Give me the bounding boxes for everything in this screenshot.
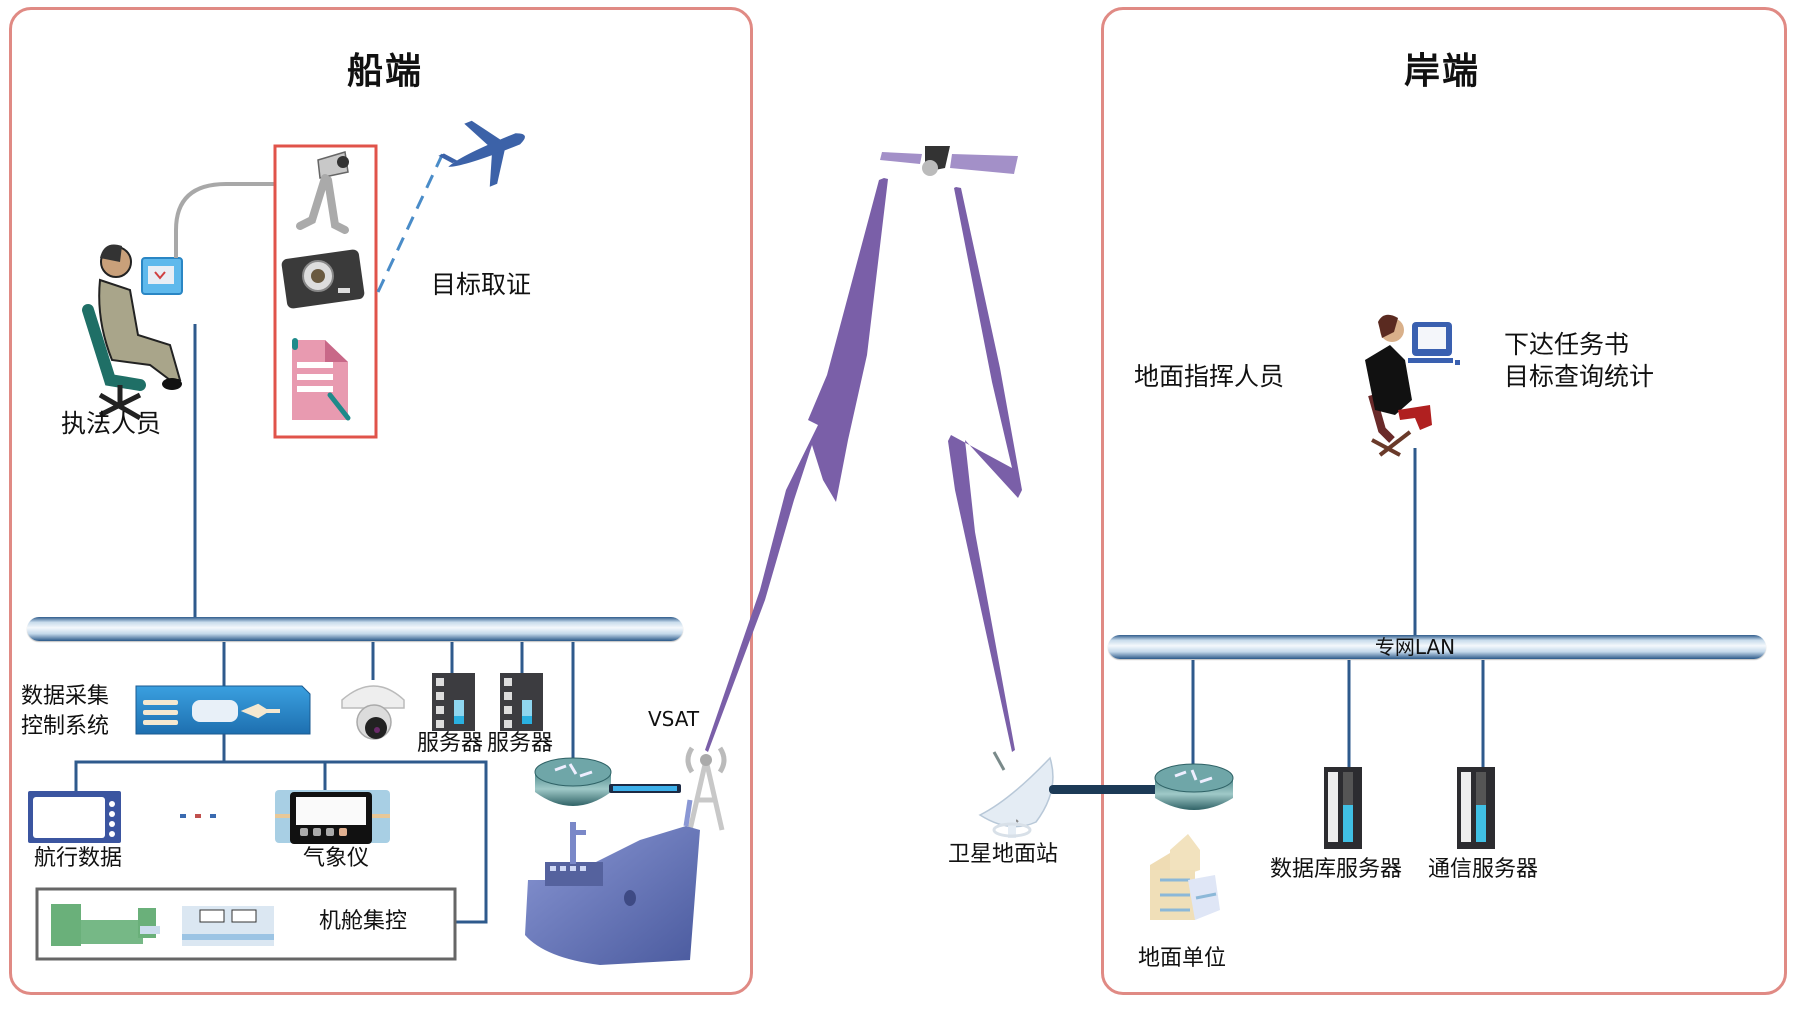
vsat-label: VSAT <box>648 707 700 731</box>
shore-side-title: 岸端 <box>1404 51 1481 92</box>
satellite-dish-icon <box>978 751 1054 838</box>
evidence-box <box>273 144 378 439</box>
communication-server-label: 通信服务器 <box>1428 857 1539 882</box>
webcam-icon <box>296 151 349 234</box>
engine-room-label: 机舱集控 <box>319 909 408 934</box>
commander-label: 地面指挥人员 <box>1134 362 1285 391</box>
ground-station-label: 卫星地面站 <box>948 842 1059 867</box>
ship-side-panel <box>9 7 753 995</box>
navigation-data-label: 航行数据 <box>34 846 123 871</box>
ship-side-title: 船端 <box>347 51 424 92</box>
ship-icon <box>525 799 700 965</box>
officer-icon <box>82 244 183 421</box>
engine-icon <box>51 904 160 946</box>
evidence-label: 目标取证 <box>431 270 532 299</box>
database-server-icon <box>1324 767 1362 849</box>
server-label-2: 服务器 <box>487 731 554 756</box>
navigation-data-icon <box>28 791 121 843</box>
radio-link-satellite-ground-station <box>948 187 1022 752</box>
ellipsis-label: ... <box>178 796 199 821</box>
server-icon-1 <box>432 673 475 731</box>
radio-link-ship-satellite <box>705 178 888 752</box>
shore-lan-label: 专网LAN <box>1374 635 1456 659</box>
more-devices-ellipsis <box>180 814 216 818</box>
satellite-icon <box>880 146 1018 176</box>
vsat-antenna-icon <box>685 746 727 831</box>
data-acquisition-label-line1: 数据采集 <box>21 684 110 709</box>
ground-unit-label: 地面单位 <box>1138 946 1227 971</box>
database-server-label: 数据库服务器 <box>1270 857 1403 882</box>
shore-router-icon <box>1154 763 1234 810</box>
data-acquisition-label-line2: 控制系统 <box>21 714 110 739</box>
shore-side-panel <box>1101 7 1787 995</box>
shore-lan-bus: 专网LAN <box>1108 635 1766 659</box>
server-icon-2 <box>500 673 543 731</box>
server-label-1: 服务器 <box>417 731 484 756</box>
commander-tasks-line2: 目标查询统计 <box>1504 362 1655 391</box>
document-icon <box>292 338 351 421</box>
weather-instrument-label: 气象仪 <box>303 846 370 871</box>
ground-unit-buildings-icon <box>1150 834 1220 920</box>
camera-icon <box>281 249 365 309</box>
drone-link <box>376 152 445 293</box>
ship-router-icon <box>534 757 612 806</box>
drone-icon <box>438 120 525 187</box>
communication-server-icon <box>1457 767 1495 849</box>
commander-tasks-line1: 下达任务书 <box>1504 330 1630 359</box>
ship-lan-bus <box>27 617 683 641</box>
data-acquisition-system-icon <box>135 685 311 735</box>
commander-icon <box>1365 314 1460 457</box>
dome-camera-icon <box>341 685 405 740</box>
weather-instrument-icon <box>275 790 390 844</box>
cable-officer-to-evidence <box>174 182 275 258</box>
officer-label: 执法人员 <box>61 409 162 438</box>
control-console-icon <box>182 906 274 946</box>
